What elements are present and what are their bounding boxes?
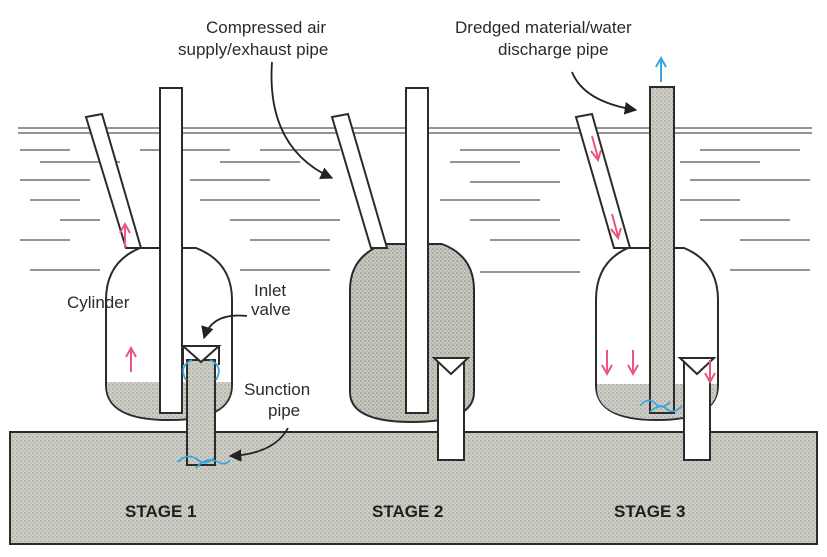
seabed <box>9 431 818 545</box>
down-arrow-icon <box>627 350 639 377</box>
stage-1-label: STAGE 1 <box>125 502 196 521</box>
down-arrow-icon <box>704 360 716 385</box>
curved-pointer-arrow-icon <box>228 427 289 462</box>
down-arrow-icon <box>590 135 602 163</box>
water-surface <box>18 127 812 273</box>
up-arrow-icon <box>655 55 667 82</box>
inlet-valve-label-line2: valve <box>251 300 291 319</box>
stage-2-label: STAGE 2 <box>372 502 443 521</box>
stage2-assembly <box>330 87 475 461</box>
suction-pipe-label-line1: Sunction <box>244 380 310 399</box>
swirl-flow-icon <box>177 359 231 469</box>
down-arrow-icon <box>601 350 613 377</box>
stage1-assembly <box>84 87 233 466</box>
down-arrow-icon <box>610 213 622 241</box>
curved-pointer-arrow-icon <box>270 61 334 180</box>
compressed-air-label-line2: supply/exhaust pipe <box>178 40 328 59</box>
dredged-material-label-line1: Dredged material/water <box>455 18 632 37</box>
dredged-material-label-line2: discharge pipe <box>498 40 609 59</box>
up-arrow-icon <box>125 345 137 372</box>
compressed-air-label-line1: Compressed air <box>206 18 326 37</box>
stage3-assembly <box>574 86 719 461</box>
suction-pipe-label-line2: pipe <box>268 401 300 420</box>
cylinder-label: Cylinder <box>67 293 130 312</box>
curved-pointer-arrow-icon <box>201 314 248 340</box>
swirl-flow-icon <box>639 399 683 413</box>
inlet-valve-label-line1: Inlet <box>254 281 286 300</box>
curved-pointer-arrow-icon <box>571 71 638 115</box>
up-arrow-icon <box>119 221 131 248</box>
stage-3-label: STAGE 3 <box>614 502 685 521</box>
